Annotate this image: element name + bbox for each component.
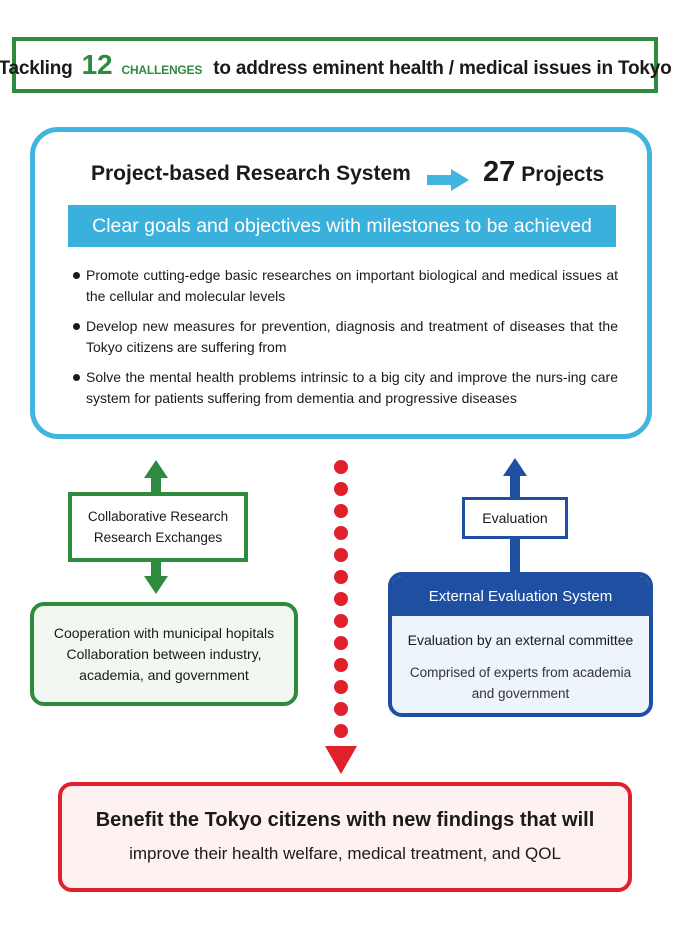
blue-connector-icon xyxy=(510,537,520,574)
blue-up-arrow-icon xyxy=(503,458,527,499)
experts-line-2: and government xyxy=(471,686,570,701)
research-bullet-list: Promote cutting-edge basic researches on… xyxy=(73,265,618,418)
title-banner: Tackling 12 Challenges to address eminen… xyxy=(0,37,672,93)
bullet-item: Develop new measures for prevention, dia… xyxy=(73,316,618,358)
coop-line-3: academia, and government xyxy=(79,666,249,683)
collab-line-2: Research Exchanges xyxy=(93,530,223,545)
cooperation-box: Cooperation with municipal hopitals Coll… xyxy=(30,602,298,706)
coop-line-2: Collaboration between industry, xyxy=(66,645,262,662)
evaluation-box: Evaluation xyxy=(462,497,568,539)
experts-line-1: Comprised of experts from academia xyxy=(409,665,632,680)
benefit-line-1: Benefit the Tokyo citizens with new find… xyxy=(95,809,595,831)
title-challenges: Challenges xyxy=(121,59,203,78)
projects-count: 27 xyxy=(483,156,516,188)
research-system-label: Project-based Research System xyxy=(91,162,411,185)
title-text: Tackling 12 Challenges to address eminen… xyxy=(0,49,672,81)
external-committee-text: Evaluation by an external committee xyxy=(407,632,634,648)
goal-banner: Clear goals and objectives with mileston… xyxy=(68,205,616,247)
green-up-arrow-icon xyxy=(144,460,168,494)
red-dotted-arrow-icon xyxy=(325,460,357,774)
bullet-dot-icon xyxy=(73,272,80,279)
benefit-line-2: improve their health welfare, medical tr… xyxy=(129,844,561,863)
bullet-item: Promote cutting-edge basic researches on… xyxy=(73,265,618,307)
title-prefix: Tackling xyxy=(0,58,73,79)
coop-line-1: Cooperation with municipal hopitals xyxy=(53,624,275,641)
projects-label: Projects xyxy=(521,163,605,186)
external-evaluation-title: External Evaluation System xyxy=(392,576,649,616)
title-suffix: to address eminent health / medical issu… xyxy=(213,58,672,79)
bullet-text: Develop new measures for prevention, dia… xyxy=(86,318,618,355)
collaborative-research-box: Collaborative Research Research Exchange… xyxy=(68,492,248,562)
external-evaluation-panel: External Evaluation System Evaluation by… xyxy=(388,572,653,717)
green-down-arrow-icon xyxy=(144,560,168,594)
bullet-text: Solve the mental health problems intrins… xyxy=(86,369,618,406)
title-number: 12 xyxy=(81,49,113,80)
benefit-box: Benefit the Tokyo citizens with new find… xyxy=(58,782,632,892)
collab-line-1: Collaborative Research xyxy=(87,509,229,524)
external-experts-text: Comprised of experts from academia and g… xyxy=(392,662,649,704)
arrow-right-icon xyxy=(427,169,469,191)
bullet-dot-icon xyxy=(73,323,80,330)
bullet-dot-icon xyxy=(73,374,80,381)
bullet-item: Solve the mental health problems intrins… xyxy=(73,367,618,409)
bullet-text: Promote cutting-edge basic researches on… xyxy=(86,267,618,304)
